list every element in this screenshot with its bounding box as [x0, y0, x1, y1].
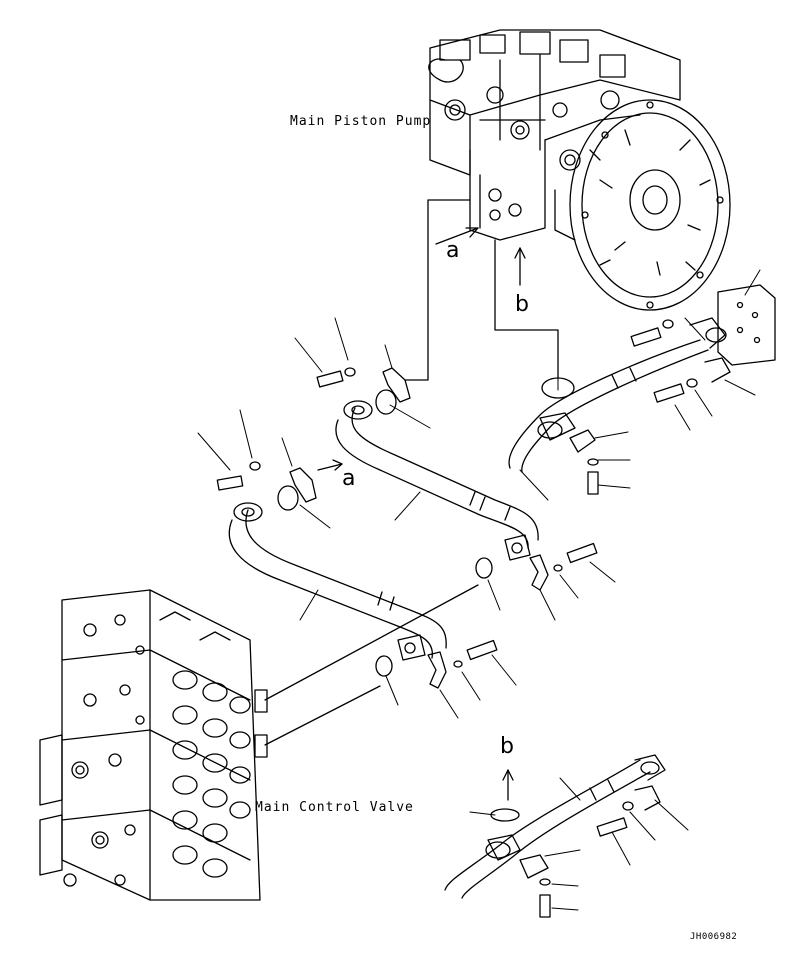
main-control-valve-label: Main Control Valve [255, 800, 414, 815]
main-control-valve-drawing [39, 589, 268, 901]
main-piston-pump-drawing [428, 29, 731, 311]
leader-valve-upper [264, 584, 479, 701]
right-upper-pipe-assembly [508, 284, 776, 495]
arrow-a-top [435, 227, 479, 245]
leader-pump-to-flange [404, 199, 471, 381]
main-piston-pump-label: Main Piston Pump [290, 114, 432, 129]
o-ring [375, 655, 393, 677]
leader-pump-b [494, 239, 559, 379]
drawing-code: JH006982 [690, 932, 738, 942]
valve-spool-stack [172, 670, 251, 878]
middle-hose-assembly [216, 459, 447, 661]
upper-hose-assembly [316, 367, 539, 561]
ref-a-mid: a [342, 466, 356, 491]
ref-b-top: b [515, 292, 529, 317]
split-flange [569, 429, 596, 453]
split-flange [529, 554, 549, 591]
callout-leaders [197, 269, 761, 911]
o-ring [475, 557, 493, 579]
right-lower-pipe-assembly [444, 754, 666, 918]
ref-b-bottom: b [500, 734, 514, 759]
leader-valve-lower [264, 685, 381, 746]
ref-a-top: a [446, 238, 460, 263]
